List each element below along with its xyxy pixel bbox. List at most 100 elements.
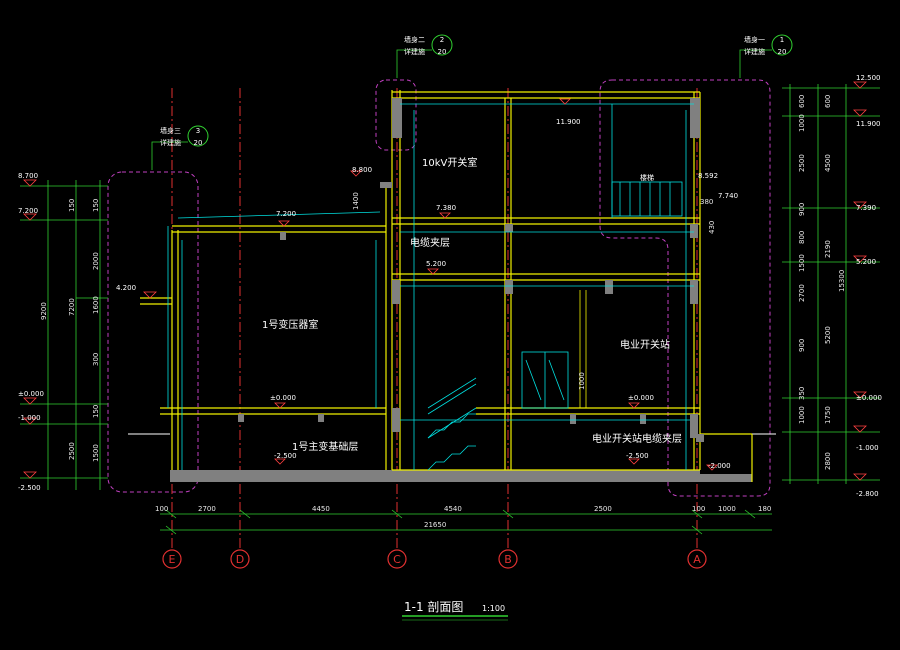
rdim-in-0: 600 bbox=[798, 95, 806, 108]
bdim-3: 4540 bbox=[444, 505, 462, 513]
foundation bbox=[128, 433, 776, 482]
bdim-5: 100 bbox=[692, 505, 705, 513]
ldim-in-6: 1500 bbox=[92, 444, 100, 462]
level-8800: 8.800 bbox=[352, 166, 372, 174]
bdim-0: 100 bbox=[155, 505, 168, 513]
detail-2-sheet: 20 bbox=[438, 48, 447, 56]
dim-380: 380 bbox=[700, 198, 713, 206]
room-label-switch-cable: 电业开关站电缆夹层 bbox=[592, 432, 682, 445]
rdim-in-3: 900 bbox=[798, 203, 806, 216]
bdim-7: 180 bbox=[758, 505, 771, 513]
ldim-in-4: 150 bbox=[92, 405, 100, 418]
drawing-title: 1-1 剖面图 bbox=[404, 600, 463, 614]
rdim-mid-1: 4500 bbox=[824, 154, 832, 172]
ldim-in-2: 1600 bbox=[92, 296, 100, 314]
stair-label: 楼梯 bbox=[640, 173, 654, 182]
left-level-0: 8.700 bbox=[18, 172, 38, 180]
level-0000-right: ±0.000 bbox=[628, 394, 654, 402]
room-label-transformer: 1号变压器室 bbox=[262, 318, 318, 331]
title-underline bbox=[402, 615, 508, 621]
right-level-6: -2.800 bbox=[856, 490, 879, 498]
rdim-in-9: 1000 bbox=[798, 406, 806, 424]
right-level-5: -1.000 bbox=[856, 444, 879, 452]
rdim-mid-4: 1750 bbox=[824, 406, 832, 424]
bdim-6: 1000 bbox=[718, 505, 736, 513]
ldim-in-3: 300 bbox=[92, 353, 100, 366]
bdim-2: 4450 bbox=[312, 505, 330, 513]
left-level-4: -1.000 bbox=[18, 414, 41, 422]
rdim-mid-5: 2800 bbox=[824, 452, 832, 470]
detail-3-sheet: 20 bbox=[194, 139, 203, 147]
axis-bubbles bbox=[162, 549, 707, 569]
ldim-out-2: 2500 bbox=[68, 442, 76, 460]
bdim-4: 2500 bbox=[594, 505, 612, 513]
level-markers bbox=[23, 81, 867, 481]
dim-1400: 1400 bbox=[352, 192, 360, 210]
bdim-1: 2700 bbox=[198, 505, 216, 513]
bottom-dimensions bbox=[160, 509, 772, 535]
detail-bubbles bbox=[187, 34, 793, 147]
detail-3-top: 墙身三 bbox=[160, 126, 181, 135]
rdim-in-5: 1500 bbox=[798, 254, 806, 272]
axis-label-d: D bbox=[236, 553, 244, 566]
detail-3-bottom: 详建施 bbox=[160, 138, 181, 147]
level-11900: 11.900 bbox=[556, 118, 581, 126]
room-label-base: 1号主变基础层 bbox=[292, 440, 358, 453]
axis-label-b: B bbox=[504, 553, 512, 566]
rdim-in-8: 350 bbox=[798, 387, 806, 400]
detail-2-bottom: 详建施 bbox=[404, 47, 425, 56]
dim-430: 430 bbox=[708, 221, 716, 234]
beams bbox=[238, 98, 704, 442]
left-level-5: -2.500 bbox=[18, 484, 41, 492]
right-level-4: ±0.000 bbox=[856, 394, 882, 402]
level-m2500-right: -2.500 bbox=[626, 452, 649, 460]
level-8592: 8.592 bbox=[698, 172, 718, 180]
dim-1000: 1000 bbox=[578, 372, 586, 390]
room-label-10kv: 10kV开关室 bbox=[422, 156, 477, 169]
axis-label-c: C bbox=[393, 553, 401, 566]
right-level-0: 12.500 bbox=[856, 74, 881, 82]
rdim-mid-2: 2190 bbox=[824, 240, 832, 258]
ldim-total: 9200 bbox=[40, 302, 48, 320]
axis-label-e: E bbox=[169, 553, 176, 566]
detail-1-num: 1 bbox=[780, 36, 784, 44]
inner-lines bbox=[167, 103, 694, 470]
rdim-in-4: 800 bbox=[798, 231, 806, 244]
right-level-3: 5.200 bbox=[856, 258, 876, 266]
detail-1-top: 墙身一 bbox=[744, 35, 765, 44]
right-dimensions bbox=[782, 84, 880, 484]
rdim-mid-3: 5200 bbox=[824, 326, 832, 344]
door bbox=[521, 290, 587, 409]
ldim-out-1: 7200 bbox=[68, 298, 76, 316]
detail-1-sheet: 20 bbox=[778, 48, 787, 56]
level-7380: 7.380 bbox=[436, 204, 456, 212]
rdim-total: 15300 bbox=[838, 270, 846, 292]
room-label-cable-1: 电缆夹层 bbox=[410, 236, 450, 249]
detail-leaders bbox=[151, 49, 772, 170]
drawing-scale: 1:100 bbox=[482, 604, 505, 613]
ldim-in-1: 2000 bbox=[92, 252, 100, 270]
level-5200: 5.200 bbox=[426, 260, 446, 268]
detail-3-num: 3 bbox=[196, 127, 200, 135]
structure bbox=[140, 90, 753, 482]
level-7200: 7.200 bbox=[276, 210, 296, 218]
level-m2000: -2.000 bbox=[708, 462, 731, 470]
axis-label-a: A bbox=[693, 553, 701, 566]
rdim-in-7: 900 bbox=[798, 339, 806, 352]
level-m2500-left: -2.500 bbox=[274, 452, 297, 460]
bdim-total: 21650 bbox=[424, 521, 446, 529]
ldim-out-0: 150 bbox=[68, 199, 76, 212]
left-dimensions bbox=[20, 180, 108, 490]
detail-2-num: 2 bbox=[440, 36, 444, 44]
rdim-in-1: 1000 bbox=[798, 114, 806, 132]
rdim-mid-0: 600 bbox=[824, 95, 832, 108]
right-level-1: 11.900 bbox=[856, 120, 881, 128]
level-7740: 7.740 bbox=[718, 192, 738, 200]
staircase bbox=[427, 181, 683, 471]
level-0000-left: ±0.000 bbox=[270, 394, 296, 402]
level-4200: 4.200 bbox=[116, 284, 136, 292]
ldim-in-0: 150 bbox=[92, 199, 100, 212]
rdim-in-6: 2700 bbox=[798, 284, 806, 302]
detail-outlines bbox=[107, 79, 771, 497]
